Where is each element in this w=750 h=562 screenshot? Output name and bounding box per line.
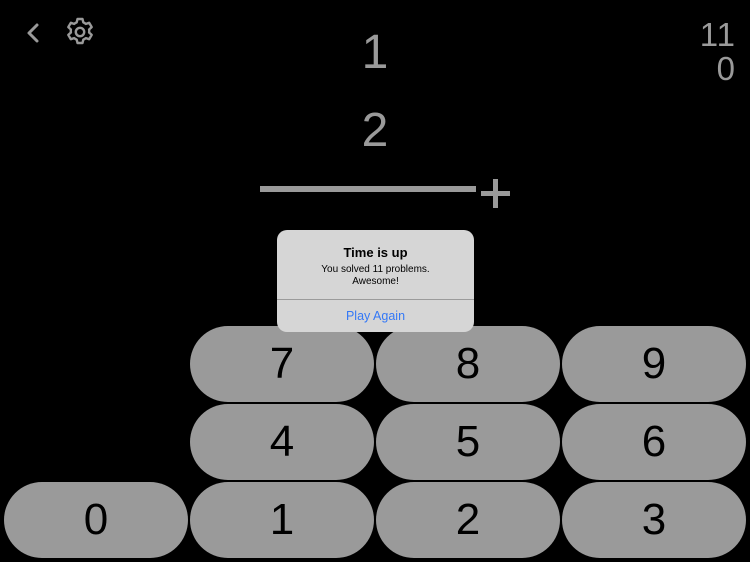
answer-line [260,186,476,192]
key-7[interactable]: 7 [190,326,374,402]
key-0[interactable]: 0 [4,482,188,558]
operand-top: 1 [361,26,389,79]
play-again-button[interactable]: Play Again [345,309,406,323]
key-8[interactable]: 8 [376,326,560,402]
alert-divider [277,299,474,300]
operand-bottom: 2 [361,104,389,157]
alert-title: Time is up [343,245,408,260]
key-1[interactable]: 1 [190,482,374,558]
key-2[interactable]: 2 [376,482,560,558]
time-up-alert: Time is up You solved 11 problems. Aweso… [277,230,474,332]
score-display: 11 0 [700,18,736,86]
alert-message-line: Awesome! [352,276,399,287]
key-6[interactable]: 6 [562,404,746,480]
solved-count: 11 [699,16,736,53]
key-4[interactable]: 4 [190,404,374,480]
plus-operator-icon [481,179,511,209]
back-button[interactable] [22,20,44,46]
gear-icon [67,17,93,45]
alert-message: You solved 11 problems. Awesome! [277,264,474,288]
settings-button[interactable] [64,16,96,48]
chevron-left-icon [27,23,39,43]
key-3[interactable]: 3 [562,482,746,558]
wrong-count: 0 [716,50,736,87]
alert-message-line: You solved 11 problems. [321,264,430,275]
key-5[interactable]: 5 [376,404,560,480]
key-9[interactable]: 9 [562,326,746,402]
